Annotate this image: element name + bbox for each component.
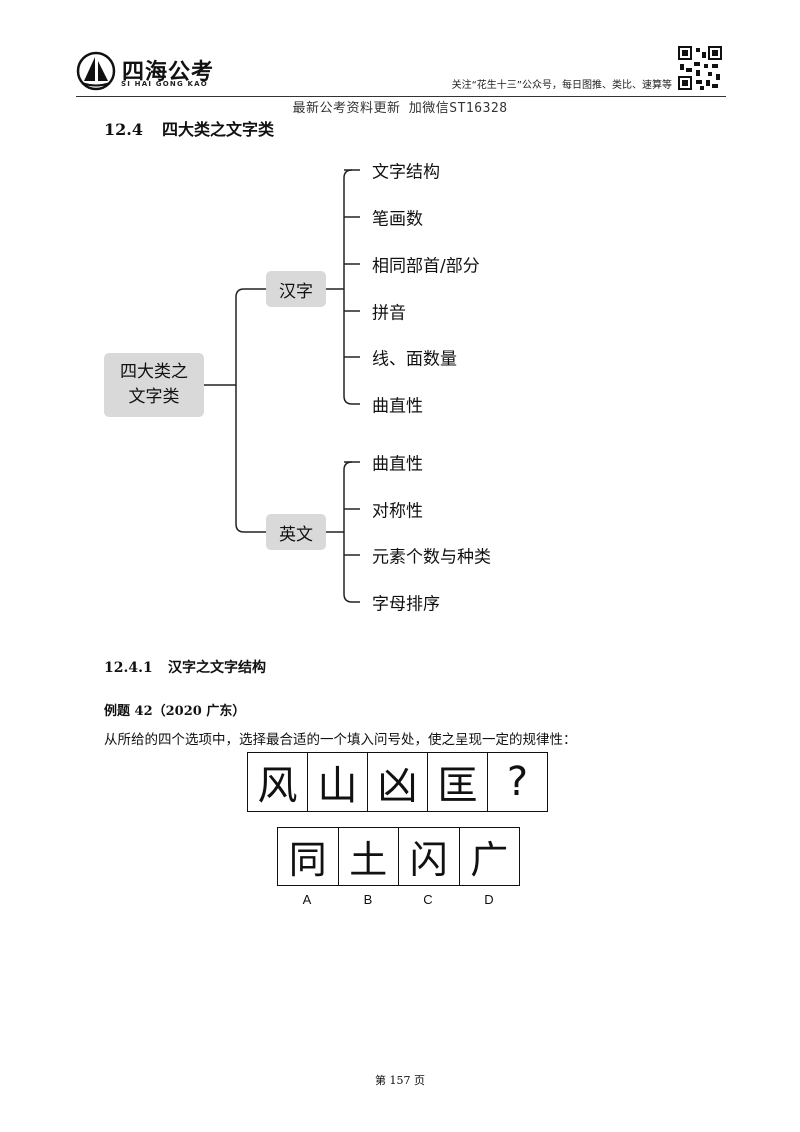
answer-options: 同 土 闪 广 (277, 827, 520, 886)
option-c[interactable]: 闪 (398, 828, 459, 885)
mindmap-leaf: 相同部首/部分 (372, 256, 480, 277)
mindmap-connectors (204, 169, 360, 603)
option-label-d: D (484, 892, 494, 907)
option-b[interactable]: 土 (337, 828, 399, 885)
subsection-number: 12.4.1 (104, 660, 153, 676)
option-d[interactable]: 广 (458, 828, 520, 885)
mindmap-leaf: 线、面数量 (372, 349, 457, 370)
subsection-heading: 12.4.1 汉字之文字结构 (104, 657, 266, 677)
question-text: 从所给的四个选项中，选择最合适的一个填入问号处，使之呈现一定的规律性： (104, 732, 577, 748)
mindmap-leaf: 曲直性 (372, 396, 423, 417)
header-slogan: 关注“花生十三”公众号，每日图推、类比、速算等 (451, 80, 672, 91)
logo-text: 四海公考 (122, 60, 215, 85)
logo-sail-icon (76, 51, 116, 91)
section-number: 12.4 (104, 120, 143, 139)
option-label-c: C (423, 892, 433, 907)
logo-subtext: SI HAI GONG KAO (121, 80, 208, 88)
mindmap-leaf: 拼音 (372, 303, 406, 324)
sequence-cell: 山 (307, 753, 367, 811)
question-sequence: 风 山 凶 匡 ? (247, 752, 548, 812)
mindmap-leaf: 笔画数 (372, 209, 423, 230)
mindmap-branch-hanzi: 汉字 (266, 271, 326, 307)
question-mark-cell: ? (487, 753, 547, 811)
option-label-a: A (302, 892, 312, 907)
example-title: 例题 42（2020 广东） (104, 704, 246, 719)
sequence-cell: 匡 (427, 753, 487, 811)
sequence-cell: 凶 (367, 753, 427, 811)
mindmap-branch-english: 英文 (266, 514, 326, 550)
header-rule (76, 96, 726, 97)
mindmap-leaf: 字母排序 (372, 594, 440, 615)
section-title: 四大类之文字类 (162, 120, 275, 139)
watermark-text: 最新公考资料更新 加微信ST16328 (292, 101, 508, 116)
option-label-b: B (363, 892, 373, 907)
mindmap-root: 四大类之 文字类 (104, 353, 204, 417)
section-heading: 12.4 四大类之文字类 (104, 116, 274, 140)
subsection-title: 汉字之文字结构 (168, 660, 266, 676)
mindmap-leaf: 曲直性 (372, 454, 423, 475)
qr-code-icon (678, 46, 722, 90)
option-a[interactable]: 同 (288, 838, 327, 882)
sequence-cell: 风 (257, 763, 298, 809)
mindmap-root-line2: 文字类 (128, 387, 180, 407)
mindmap-leaf: 文字结构 (372, 162, 440, 183)
mindmap-leaf: 对称性 (372, 501, 423, 522)
page-number: 第 157 页 (375, 1074, 425, 1087)
mindmap-root-line1: 四大类之 (120, 362, 188, 382)
mindmap-leaf: 元素个数与种类 (372, 547, 491, 568)
